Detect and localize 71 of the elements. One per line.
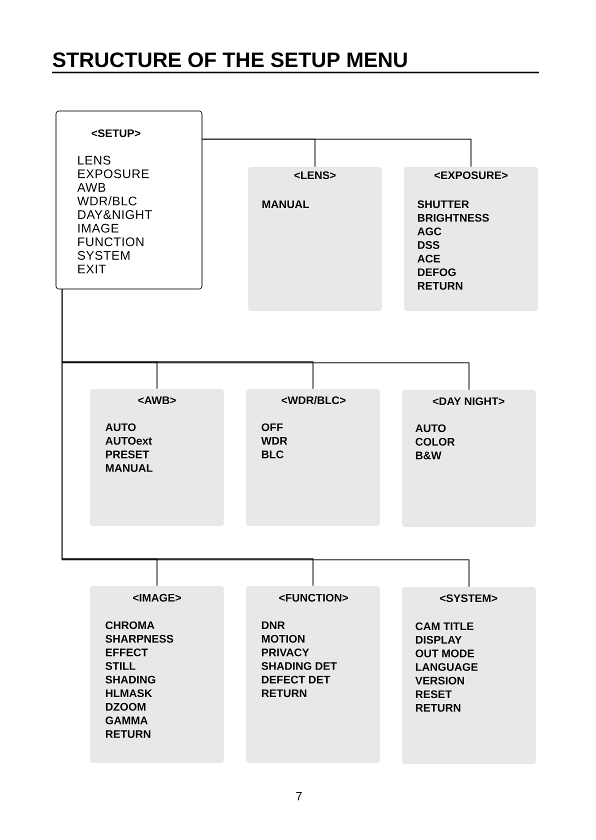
submenu-box	[404, 167, 538, 311]
menu-item: WDR	[261, 437, 288, 445]
menu-heading: <FUNCTION>	[279, 594, 348, 602]
menu-item: PRESET	[106, 450, 150, 458]
menu-item: VERSION	[415, 676, 464, 684]
menu-item: B&W	[416, 452, 442, 460]
menu-item: LANGUAGE	[416, 663, 478, 671]
menu-item: AWB	[77, 183, 106, 192]
menu-item: HLMASK	[106, 689, 152, 698]
menu-item: EXPOSURE	[78, 169, 149, 178]
menu-heading: <DAY NIGHT>	[432, 397, 504, 406]
menu-item: MOTION	[262, 634, 304, 643]
menu-item: RETURN	[106, 730, 150, 738]
menu-item: RETURN	[262, 689, 306, 698]
menu-item: DSS	[418, 241, 440, 249]
menu-item: PRIVACY	[262, 648, 310, 656]
menu-item: WDR/BLC	[77, 196, 137, 206]
menu-heading: <WDR/BLC>	[282, 396, 346, 404]
menu-item: CHROMA	[106, 621, 154, 630]
menu-item: AUTOext	[105, 436, 152, 445]
menu-heading: <SYSTEM>	[440, 594, 498, 602]
menu-item: RETURN	[418, 282, 462, 290]
menu-item: COLOR	[416, 438, 455, 446]
connector-line	[202, 138, 472, 168]
setup-menu-box	[56, 110, 202, 290]
menu-heading: <AWB>	[138, 396, 176, 404]
menu-item: EXIT	[78, 264, 106, 274]
submenu-box	[248, 167, 382, 311]
menu-item: DNR	[262, 621, 285, 629]
menu-item: DEFOG	[418, 268, 456, 276]
menu-heading: <EXPOSURE>	[434, 171, 508, 180]
menu-item: DAY&NIGHT	[78, 210, 152, 220]
menu-item: FUNCTION	[78, 237, 144, 246]
submenu-box	[90, 389, 224, 526]
menu-item: BRIGHTNESS	[418, 214, 489, 222]
menu-item: MANUAL	[106, 464, 152, 472]
menu-item: SHARPNESS	[106, 634, 174, 643]
menu-heading: <LENS>	[294, 171, 336, 180]
submenu-box	[90, 586, 224, 763]
page-number: 7	[296, 792, 302, 800]
menu-item: DISPLAY	[416, 636, 462, 644]
menu-item: STILL	[106, 662, 136, 670]
menu-item: AUTO	[415, 424, 446, 432]
menu-item: BLC	[262, 450, 284, 458]
title: STRUCTURE OF THE SETUP MENU	[52, 52, 407, 68]
menu-item: SHADING DET	[262, 662, 337, 670]
menu-heading: <SETUP>	[92, 129, 140, 138]
menu-item: EFFECT	[106, 648, 148, 656]
menu-item: OFF	[262, 423, 283, 432]
submenu-box	[402, 587, 536, 764]
menu-item: MANUAL	[262, 200, 309, 208]
menu-item: DEFECT DET	[262, 676, 330, 684]
menu-item: OUT MODE	[416, 650, 474, 658]
menu-item: RETURN	[416, 704, 460, 712]
menu-item: LENS	[78, 156, 110, 165]
menu-item: DZOOM	[106, 702, 146, 711]
menu-item: GAMMA	[106, 716, 148, 724]
menu-heading: <IMAGE>	[133, 594, 181, 602]
menu-item: SHUTTER	[418, 200, 469, 208]
menu-item: RESET	[416, 690, 452, 698]
submenu-box	[246, 586, 380, 763]
menu-item: SHADING	[106, 676, 156, 684]
menu-item: AUTO	[105, 423, 136, 432]
menu-item: ACE	[417, 254, 440, 263]
menu-item: IMAGE	[78, 224, 118, 233]
menu-item: CAM TITLE	[416, 622, 474, 630]
connector-line	[62, 288, 470, 588]
submenu-box	[402, 390, 536, 527]
submenu-box	[246, 389, 380, 526]
menu-item: SYSTEM	[78, 250, 130, 260]
menu-item: AGC	[417, 228, 442, 236]
